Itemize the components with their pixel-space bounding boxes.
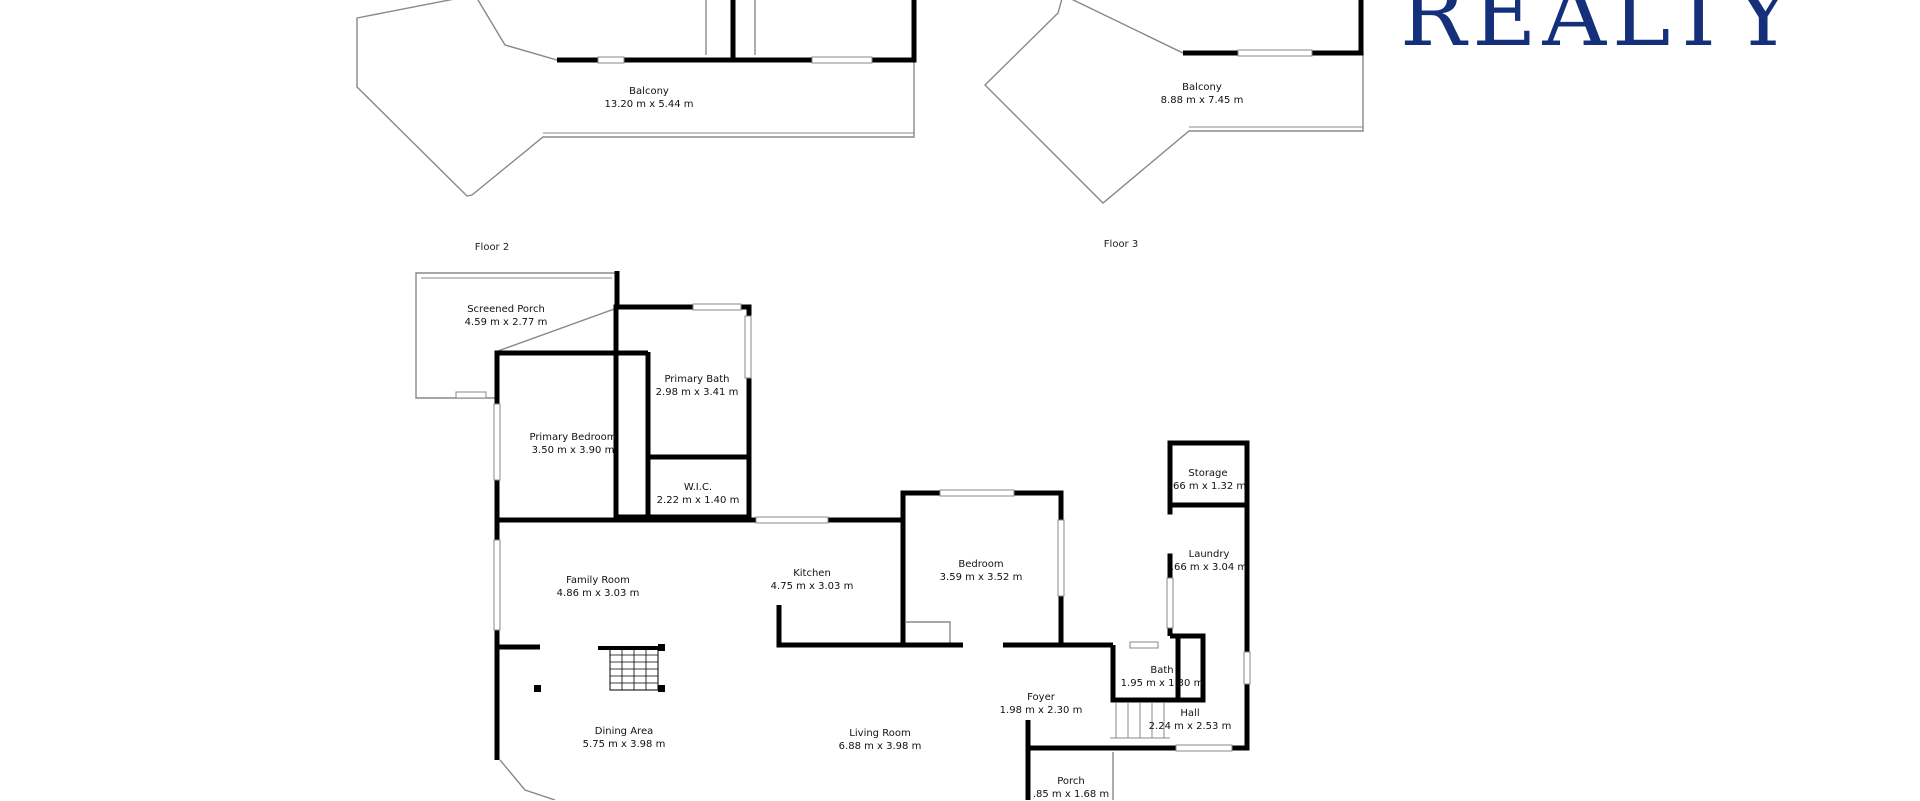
- staircase: [598, 644, 665, 691]
- room-size: 4.75 m x 3.03 m: [770, 581, 854, 592]
- room-name: Kitchen: [793, 568, 831, 579]
- room-size: 3.59 m x 3.52 m: [939, 572, 1023, 583]
- room-size: 1.98 m x 2.30 m: [999, 705, 1083, 716]
- laundry-door-gap: [1166, 514, 1174, 554]
- room-label-laundry: Laundry .66 m x 3.04 m: [1171, 548, 1247, 574]
- room-size: .66 m x 1.32 m: [1169, 481, 1247, 492]
- room-name: Primary Bedroom: [529, 432, 617, 443]
- bedroom-closet: [905, 621, 951, 645]
- kitchen-counter-wall: [776, 605, 963, 648]
- floor-3-plan: [984, 0, 1364, 204]
- room-name: Foyer: [1027, 692, 1055, 703]
- room-size: 1.95 m x 1.30 m: [1120, 678, 1204, 689]
- laundry-window: [1166, 577, 1174, 629]
- room-name: Laundry: [1188, 549, 1230, 560]
- room-label-wic: W.I.C. 2.22 m x 1.40 m: [657, 481, 740, 507]
- primary-bath-window: [692, 303, 742, 311]
- bedroom-window: [1057, 519, 1065, 597]
- dining-bay: [499, 759, 556, 800]
- room-name: Bath: [1150, 665, 1174, 676]
- room-size: .85 m x 1.68 m: [1032, 789, 1110, 800]
- room-size: .66 m x 3.04 m: [1170, 562, 1248, 573]
- floor-2-window: [597, 56, 625, 64]
- room-size: 8.88 m x 7.45 m: [1160, 95, 1244, 106]
- kitchen-window: [755, 516, 829, 524]
- room-size: 13.20 m x 5.44 m: [604, 99, 694, 110]
- room-label-balcony-floor-2: Balcony 13.20 m x 5.44 m: [604, 85, 693, 111]
- room-name: Porch: [1057, 776, 1085, 787]
- room-label-family-room: Family Room 4.86 m x 3.03 m: [557, 574, 640, 600]
- balcony-floor-2-outline: [356, 0, 915, 197]
- room-label-balcony-floor-3: Balcony 8.88 m x 7.45 m: [1161, 81, 1244, 107]
- room-size: 4.86 m x 3.03 m: [556, 588, 640, 599]
- room-name: Balcony: [629, 86, 669, 97]
- primary-bath-window: [744, 315, 752, 379]
- room-label-bath: Bath 1.95 m x 1.30 m: [1121, 664, 1204, 690]
- room-name: Bedroom: [958, 559, 1004, 570]
- room-label-hall: Hall 2.24 m x 2.53 m: [1149, 707, 1232, 733]
- room-size: 6.88 m x 3.98 m: [838, 741, 922, 752]
- floor-1-plan: [415, 271, 1251, 800]
- room-label-screened-porch: Screened Porch 4.59 m x 2.77 m: [465, 303, 548, 329]
- room-name: Primary Bath: [664, 374, 730, 385]
- floor-3-label: Floor 3: [1103, 239, 1139, 250]
- floor-2-window: [811, 56, 873, 64]
- room-label-porch: Porch .85 m x 1.68 m: [1033, 775, 1109, 801]
- bath-walls: [1110, 633, 1206, 703]
- room-label-living-room: Living Room 6.88 m x 3.98 m: [839, 727, 922, 753]
- room-label-bedroom: Bedroom 3.59 m x 3.52 m: [940, 558, 1023, 584]
- hall-window: [1175, 744, 1233, 752]
- column: [534, 685, 541, 692]
- room-size: 4.59 m x 2.77 m: [464, 317, 548, 328]
- room-label-storage: Storage .66 m x 1.32 m: [1170, 467, 1246, 493]
- room-size: 2.22 m x 1.40 m: [656, 495, 740, 506]
- room-name: Balcony: [1182, 82, 1222, 93]
- room-name: W.I.C.: [683, 482, 713, 493]
- room-name: Screened Porch: [467, 304, 545, 315]
- room-name: Hall: [1180, 708, 1200, 719]
- floor-3-upper-wall: [1183, 0, 1364, 56]
- column: [658, 685, 665, 692]
- brand-wordmark: REALTY: [1400, 0, 1799, 66]
- primary-bedroom-window: [493, 403, 501, 481]
- floor-3-window: [1237, 49, 1313, 57]
- room-label-dining-area: Dining Area 5.75 m x 3.98 m: [583, 725, 666, 751]
- primary-bath-walls: [613, 304, 752, 520]
- bedroom-window: [939, 489, 1015, 497]
- floor-2-plan: [356, 0, 917, 197]
- family-room-window: [493, 539, 501, 631]
- room-name: Living Room: [849, 728, 911, 739]
- porch-window: [455, 391, 487, 399]
- bath-window: [1129, 641, 1159, 649]
- floor-2-label: Floor 2: [474, 242, 510, 253]
- floor-2-upper-wall: [557, 0, 917, 63]
- screened-porch-outline: [415, 272, 618, 399]
- room-size: 3.50 m x 3.90 m: [531, 445, 615, 456]
- room-label-primary-bath: Primary Bath 2.98 m x 3.41 m: [656, 373, 739, 399]
- foyer-stairs: [1110, 702, 1170, 739]
- room-name: Family Room: [566, 575, 630, 586]
- room-label-primary-bedroom: Primary Bedroom 3.50 m x 3.90 m: [529, 431, 616, 457]
- room-label-foyer: Foyer 1.98 m x 2.30 m: [1000, 691, 1083, 717]
- hall-window: [1243, 651, 1251, 685]
- room-name: Storage: [1188, 468, 1228, 479]
- room-name: Dining Area: [594, 726, 654, 737]
- room-size: 2.98 m x 3.41 m: [655, 387, 739, 398]
- room-label-kitchen: Kitchen 4.75 m x 3.03 m: [771, 567, 854, 593]
- room-size: 5.75 m x 3.98 m: [582, 739, 666, 750]
- room-size: 2.24 m x 2.53 m: [1148, 721, 1232, 732]
